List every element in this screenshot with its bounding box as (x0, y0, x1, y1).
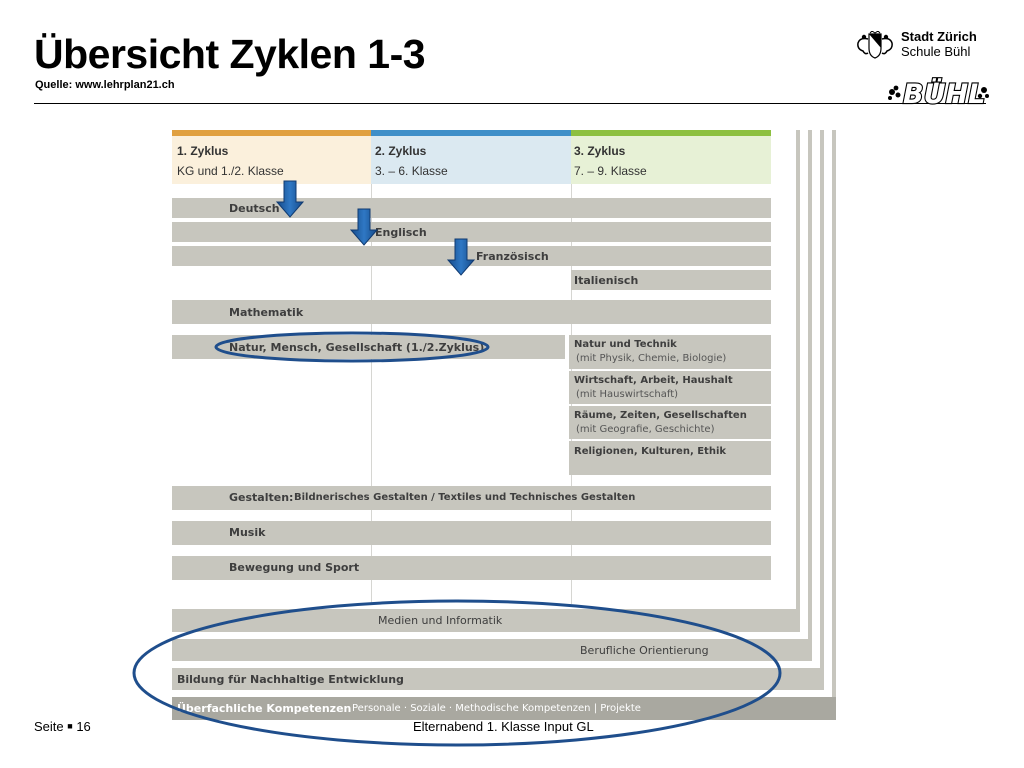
subject-sublabel: (mit Geografie, Geschichte) (576, 424, 715, 435)
subject-label: Gestalten: (229, 491, 294, 504)
cycle1-grades: KG und 1./2. Klasse (177, 164, 284, 178)
subject-bar-rzg: Räume, Zeiten, Gesellschaften (mit Geogr… (569, 406, 771, 439)
subject-label: Räume, Zeiten, Gesellschaften (574, 410, 747, 421)
module-bar-bne: Bildung für Nachhaltige Entwicklung (172, 668, 824, 690)
cycle2-grades: 3. – 6. Klasse (375, 164, 448, 178)
subject-label: Bewegung und Sport (229, 561, 360, 574)
subject-label: Mathematik (229, 306, 304, 319)
cycle-separator (371, 184, 372, 604)
source-caption: Quelle: www.lehrplan21.ch (35, 79, 175, 91)
module-bar-edge (820, 130, 824, 690)
subject-bar-italienisch: Italienisch (571, 270, 771, 290)
cycle3-name: 3. Zyklus (574, 144, 626, 158)
module-label: Bildung für Nachhaltige Entwicklung (177, 673, 404, 686)
down-arrow-icon (275, 180, 305, 218)
subject-label: Musik (229, 526, 266, 539)
subject-bar-wah: Wirtschaft, Arbeit, Haushalt (mit Hauswi… (569, 371, 771, 404)
highlight-ellipse-modules (132, 599, 782, 747)
subject-sublabel: (mit Physik, Chemie, Biologie) (576, 353, 727, 364)
logo-city-name: Stadt Zürich (901, 29, 977, 44)
subject-bar-deutsch: Deutsch (172, 198, 771, 218)
cycle3-header: 3. Zyklus 7. – 9. Klasse (571, 136, 771, 184)
module-bar-edge (808, 130, 812, 660)
subject-label: Deutsch (229, 202, 280, 215)
cycle3-grades: 7. – 9. Klasse (574, 164, 647, 178)
subject-bar-musik: Musik (172, 521, 771, 545)
module-bar-ueberfachlich: Überfachliche Kompetenzen Personale · So… (172, 697, 836, 720)
cycle3-color-bar (571, 130, 771, 136)
subject-bar-mathematik: Mathematik (172, 300, 771, 324)
cycle1-color-bar (172, 130, 371, 136)
highlight-ellipse-nmg (214, 331, 490, 363)
subject-bar-natur-technik: Natur und Technik (mit Physik, Chemie, B… (569, 335, 771, 369)
down-arrow-icon (349, 208, 379, 246)
cycle1-header: 1. Zyklus KG und 1./2. Klasse (172, 136, 371, 184)
cycle2-header: 2. Zyklus 3. – 6. Klasse (371, 136, 571, 184)
subject-label: Religionen, Kulturen, Ethik (574, 446, 727, 457)
module-label: Berufliche Orientierung (580, 644, 709, 657)
module-label: Medien und Informatik (378, 614, 503, 627)
subject-bar-sport: Bewegung und Sport (172, 556, 771, 580)
subject-label: Wirtschaft, Arbeit, Haushalt (574, 375, 733, 386)
bullet-icon: ■ (67, 721, 73, 731)
module-sublabel: Personale · Soziale · Methodische Kompet… (352, 703, 641, 714)
module-bar-edge (796, 130, 800, 632)
footer-center-text: Elternabend 1. Klasse Input GL (413, 719, 594, 734)
subject-label: Natur, Mensch, Gesellschaft (1./2.Zyklus… (229, 341, 485, 354)
subject-sublabel: (mit Hauswirtschaft) (576, 389, 679, 400)
svg-text:BÜHL: BÜHL (903, 77, 985, 110)
cycle2-name: 2. Zyklus (375, 144, 427, 158)
subject-bar-englisch: Englisch (172, 222, 771, 242)
subject-label: Englisch (375, 226, 427, 239)
logo-school-name: Schule Bühl (901, 44, 971, 59)
subject-sublabel: Bildnerisches Gestalten / Textiles und T… (294, 492, 636, 503)
buehl-logo: BÜHL (888, 76, 989, 110)
zurich-crest-icon (857, 31, 893, 59)
down-arrow-icon (446, 238, 476, 276)
page-number: Seite ■ 16 (34, 719, 91, 734)
subject-label: Französisch (476, 250, 549, 263)
module-bar-edge (832, 130, 836, 720)
module-bar-beruf: Berufliche Orientierung (172, 639, 812, 661)
page-number-value: 16 (76, 719, 91, 734)
subject-label: Italienisch (574, 274, 639, 287)
cycle1-name: 1. Zyklus (177, 144, 229, 158)
subject-bar-gestalten: Gestalten: Bildnerisches Gestalten / Tex… (172, 486, 771, 510)
subject-bar-franzoesisch: Französisch (172, 246, 771, 266)
page-label: Seite (34, 719, 64, 734)
page-title: Übersicht Zyklen 1-3 (34, 31, 426, 77)
subject-label: Natur und Technik (574, 339, 677, 350)
subject-bar-erg: Religionen, Kulturen, Ethik (569, 441, 771, 475)
cycle2-color-bar (371, 130, 571, 136)
header-divider (34, 103, 986, 104)
module-label: Überfachliche Kompetenzen (177, 702, 352, 715)
